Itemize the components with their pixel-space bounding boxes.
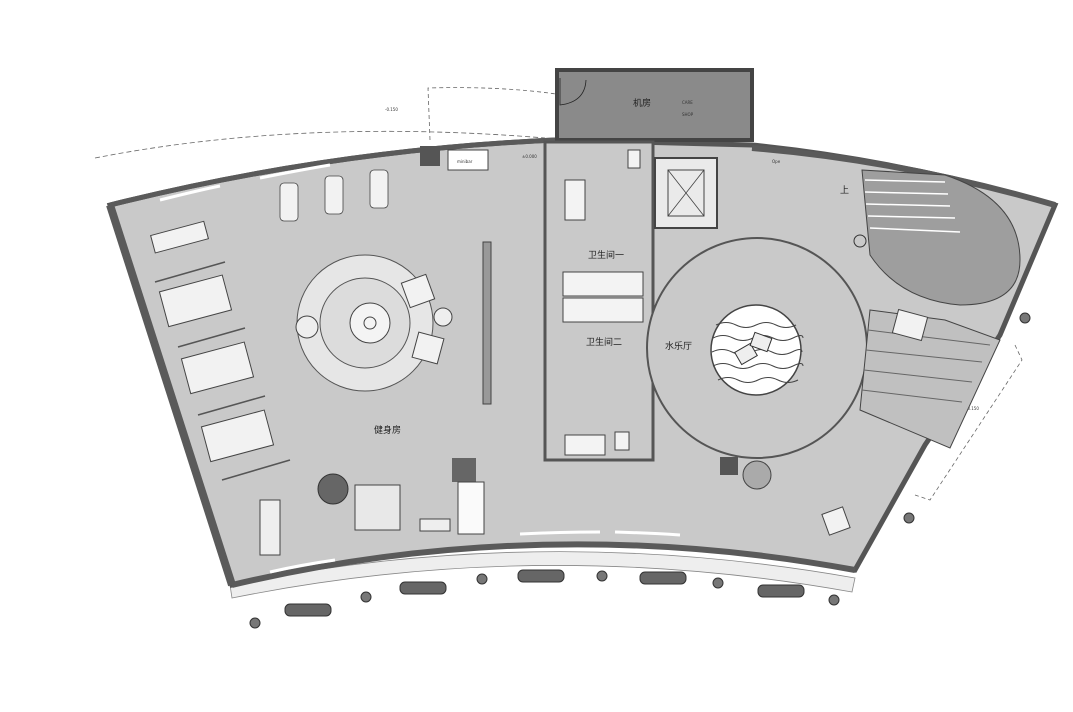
exterior-planters [249,312,1031,629]
elevation-marker-2: ±0.000 [522,154,537,159]
window-top-2 [259,163,331,180]
sink-2 [564,434,606,456]
lift-car [667,169,705,217]
elevation-marker-3: -0.150 [966,406,979,411]
treadmill-3 [200,409,275,463]
bench-press [259,499,281,556]
wall-bottom [231,541,856,588]
column-top [420,146,440,166]
machine-sub-label-2: SHOP [682,112,694,117]
machine-room [555,68,754,142]
exterior-planter-groups [284,569,805,617]
locker-row-1 [562,271,644,297]
stair-well-upper [861,169,1021,306]
weight-machine [354,484,401,531]
window-top-1 [159,184,221,202]
stretch-bench [150,220,210,254]
gym-label: 健身房 [374,424,401,436]
reception-desk [457,481,485,535]
minibar-label: minibar [457,159,473,164]
treadmill-1 [158,274,233,328]
sink-1 [564,179,586,221]
side-stool-left [295,315,319,339]
machine-room-door [559,78,587,106]
stair-lower [859,309,1001,449]
toilet-1 [627,149,641,169]
outer-dashed-arc-left [94,130,546,159]
armchair-1 [400,273,436,309]
treadmills [150,220,275,463]
restroom-two-label: 卫生间二 [586,336,622,348]
lounge-table [349,302,391,344]
mat-round [317,473,349,505]
stair-treads-lower [861,329,991,403]
window-bottom-1 [269,558,336,574]
terrace-strip [229,551,856,599]
dumbbell-rack [419,518,451,532]
exercise-bikes [279,169,389,222]
armchair-bottom-right [821,506,851,536]
wall-left [106,203,236,587]
stair-compass [853,234,867,248]
side-stool-right [433,307,453,327]
wall-top [109,137,556,208]
machine-room-label: 机房 [633,97,651,109]
lounger-2 [749,331,773,353]
bike-2 [324,175,344,215]
stair-up-label: 上 [840,185,849,196]
column-bottom-left [452,458,476,482]
lounger-1 [734,342,758,366]
outer-dashed-door-top [427,87,557,141]
water-hall-label: 水乐厅 [665,340,692,352]
restroom-one-label: 卫生间一 [588,249,624,261]
floor-lines [154,261,291,481]
open-label: Ope [772,159,781,164]
minibar-counter [447,149,489,171]
locker-row-2 [562,297,644,323]
toilet-2 [614,431,630,451]
window-bottom-3 [614,530,681,537]
stair-landing-bench [891,308,929,342]
armchair-2 [411,331,445,365]
lift-cross-2 [667,169,705,217]
planter-right [742,460,772,490]
wall-right-top [751,145,1056,208]
bike-3 [369,169,389,209]
window-bottom-2 [519,530,601,536]
treadmill-2 [180,341,255,395]
machine-sub-label-1: CARE [682,100,693,105]
stair-treads-upper [864,179,961,233]
column-mid [720,457,738,475]
lounge-table-center [363,316,377,330]
outer-dashed-right [914,344,1023,501]
partition-wall [482,241,492,405]
bike-1 [279,182,299,222]
elevation-marker-1: -0.150 [385,107,398,112]
